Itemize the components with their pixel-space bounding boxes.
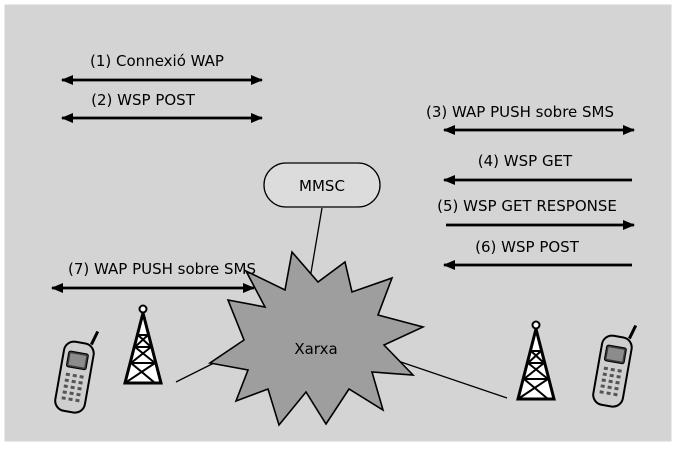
mmsc-label: MMSC (299, 177, 345, 195)
antenna-tower-icon (123, 304, 163, 385)
network-right-antenna-link (394, 359, 508, 399)
antenna-tower-icon (516, 320, 556, 401)
step6-label: (6) WSP POST (475, 238, 580, 256)
mobile-phone-icon (592, 324, 638, 408)
step3-label: (3) WAP PUSH sobre SMS (426, 103, 614, 121)
network-cloud-shape (207, 250, 426, 427)
step2-label: (2) WSP POST (91, 91, 196, 109)
step7-label: (7) WAP PUSH sobre SMS (68, 260, 256, 278)
step5-label: (5) WSP GET RESPONSE (437, 197, 617, 215)
network-cloud: Xarxa (207, 250, 426, 427)
mmsc-box (263, 162, 381, 208)
step4-label: (4) WSP GET (478, 152, 573, 170)
arrows (51, 75, 635, 293)
mmsc-node: MMSC (263, 162, 381, 208)
network-label: Xarxa (294, 340, 337, 358)
step-labels: (1) Connexió WAP (2) WSP POST (3) WAP PU… (68, 52, 617, 278)
step1-label: (1) Connexió WAP (90, 52, 224, 70)
mobile-phone-icon (54, 330, 100, 414)
